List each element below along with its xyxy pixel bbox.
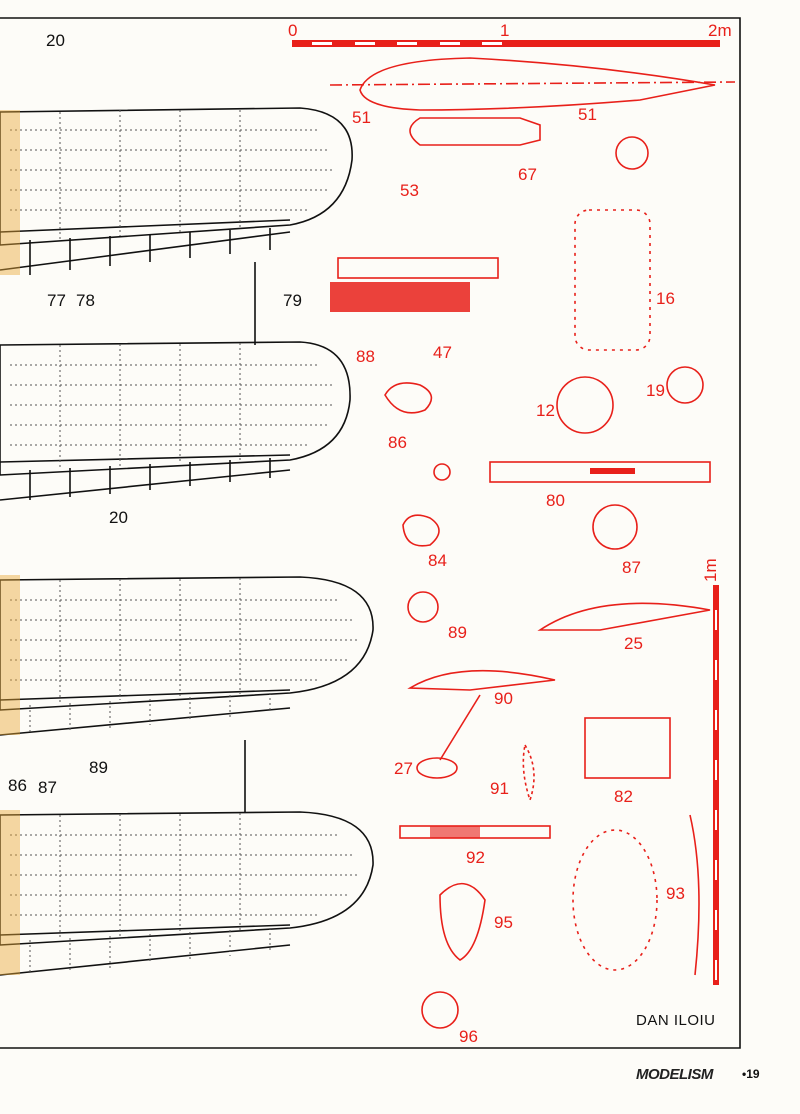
part-25 <box>537 602 711 631</box>
label-78: 78 <box>76 291 95 310</box>
label-87: 87 <box>622 558 641 577</box>
label-51b: 51 <box>578 105 597 124</box>
part-95 <box>439 882 486 961</box>
label-92: 92 <box>466 848 485 867</box>
label-82: 82 <box>614 787 633 806</box>
label-88: 88 <box>356 347 375 366</box>
wing-view-2 <box>0 262 351 501</box>
scale-label-1: 1 <box>500 21 509 40</box>
label-89: 89 <box>448 623 467 642</box>
page-number: •19 <box>742 1067 760 1081</box>
wing-view-1 <box>0 107 353 275</box>
panel-93 <box>572 829 658 971</box>
label-86: 86 <box>388 433 407 452</box>
part-80 <box>489 461 711 483</box>
drop-tank-outline <box>359 57 716 111</box>
panel-82 <box>584 717 671 779</box>
part-27 <box>416 757 458 779</box>
wing-view-4 <box>0 740 374 976</box>
sheet-frame <box>0 17 741 1049</box>
part-87 <box>592 504 638 550</box>
label-51a: 51 <box>352 108 371 127</box>
panel-16 <box>574 209 651 351</box>
scale-label-2m: 2m <box>708 21 732 40</box>
part-47 <box>337 257 499 279</box>
label-19: 19 <box>646 381 665 400</box>
scale-bar: 0 1 2m <box>288 21 732 47</box>
part-84 <box>402 514 440 547</box>
label-25: 25 <box>624 634 643 653</box>
label-87-wing: 87 <box>38 778 57 797</box>
wing-labels: 20 77 78 79 20 86 87 89 <box>8 31 302 797</box>
part-89 <box>407 591 439 623</box>
label-91: 91 <box>490 779 509 798</box>
part-12 <box>556 376 614 434</box>
parts-drawings <box>329 57 736 1029</box>
label-89-wing: 89 <box>89 758 108 777</box>
part-19 <box>666 366 704 404</box>
label-27: 27 <box>394 759 413 778</box>
label-12: 12 <box>536 401 555 420</box>
label-80: 80 <box>546 491 565 510</box>
magazine-logo: MODELISM <box>636 1066 713 1083</box>
label-47: 47 <box>433 343 452 362</box>
label-20a: 20 <box>46 31 65 50</box>
label-84: 84 <box>428 551 447 570</box>
label-90: 90 <box>494 689 513 708</box>
label-79: 79 <box>283 291 302 310</box>
label-20b: 20 <box>109 508 128 527</box>
part-91 <box>522 742 535 803</box>
label-53: 53 <box>400 181 419 200</box>
label-93: 93 <box>666 884 685 903</box>
label-16: 16 <box>656 289 675 308</box>
part-96 <box>421 991 459 1029</box>
label-95: 95 <box>494 913 513 932</box>
part-90 <box>407 669 556 691</box>
vertical-scale: 1m <box>701 558 720 985</box>
part-labels: 51 51 53 67 88 47 16 86 12 19 80 84 87 8… <box>352 105 685 1046</box>
vertical-scale-label: 1m <box>701 558 720 582</box>
wing-view-3 <box>0 575 374 736</box>
scale-label-0: 0 <box>288 21 297 40</box>
label-96: 96 <box>459 1027 478 1046</box>
label-67: 67 <box>518 165 537 184</box>
bomb-67 <box>409 117 541 146</box>
author-credit: DAN ILOIU <box>636 1012 716 1029</box>
label-86-wing: 86 <box>8 776 27 795</box>
part-86 <box>384 382 433 414</box>
label-77: 77 <box>47 291 66 310</box>
